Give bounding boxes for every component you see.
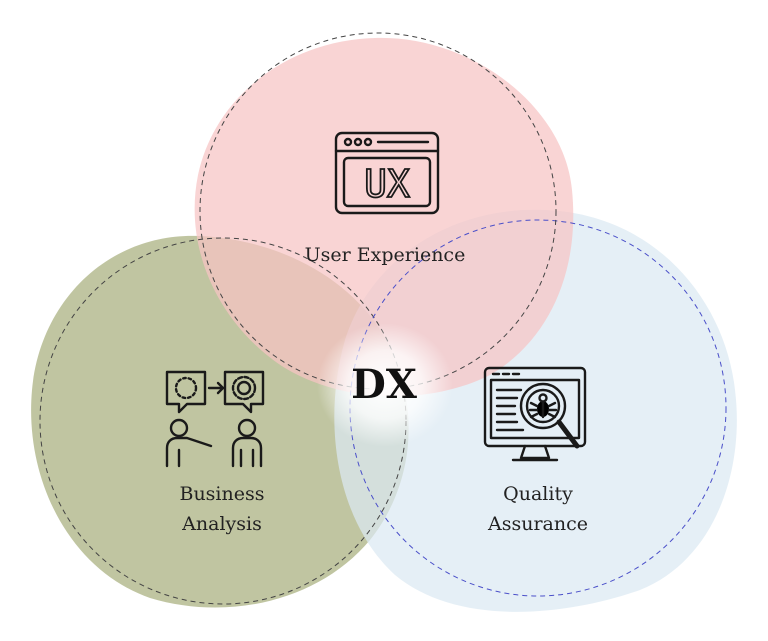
center-label-dx: DX bbox=[351, 361, 417, 408]
label-quality-assurance-line1: Quality bbox=[503, 483, 573, 505]
label-user-experience: User Experience bbox=[305, 244, 466, 266]
business-analysis-icon bbox=[165, 370, 265, 468]
ux-icon-text: UX bbox=[364, 162, 410, 206]
ux-window-icon: UX bbox=[334, 131, 440, 215]
blob-user-experience bbox=[194, 37, 574, 397]
bug-inspection-icon bbox=[483, 366, 587, 462]
label-business-analysis-line1: Business bbox=[179, 483, 264, 505]
dashed-outline-quality-assurance bbox=[349, 219, 727, 597]
label-business-analysis-line2: Analysis bbox=[181, 513, 262, 535]
center-glow bbox=[317, 323, 453, 447]
label-quality-assurance-line2: Assurance bbox=[487, 513, 588, 535]
